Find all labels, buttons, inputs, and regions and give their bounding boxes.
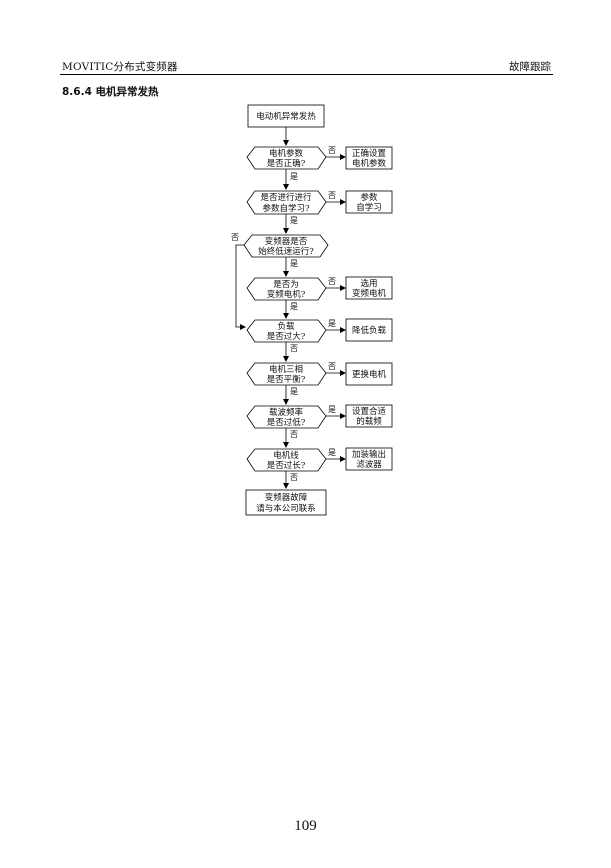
- decision-motor-params: [246, 146, 327, 170]
- decision-overload: [246, 319, 327, 343]
- d1-line1: 电机参数: [269, 148, 304, 159]
- label-d8-no: 否: [290, 473, 298, 482]
- label-d3-no: 否: [231, 233, 239, 242]
- a2-line1: 参数: [360, 192, 378, 203]
- section-title: 8.6.4 电机异常发热: [62, 86, 159, 98]
- d1-line2: 是否正确?: [267, 158, 306, 169]
- action-autotune-box: [345, 190, 393, 214]
- start-label: 电动机异常发热: [256, 111, 316, 122]
- label-d1-yes: 是: [290, 172, 298, 181]
- decision-phase-balance: [246, 362, 327, 386]
- a7-line2: 的载频: [356, 416, 382, 427]
- a1-line1: 正确设置: [352, 148, 387, 159]
- d3-line2: 始终低速运行?: [258, 246, 314, 257]
- d8-line1: 电机线: [273, 450, 299, 461]
- header-rule: [60, 74, 553, 75]
- header-chapter-title: 故障跟踪: [509, 61, 551, 73]
- d6-line2: 是否平衡?: [267, 374, 306, 385]
- decision-carrier-freq: [246, 405, 327, 429]
- action-replace-motor-box: [345, 362, 393, 386]
- d4-line1: 是否为: [273, 279, 299, 290]
- a7-line1: 设置合适: [352, 406, 387, 417]
- a4-line1: 选用: [360, 278, 377, 289]
- page-number: 109: [294, 818, 317, 834]
- decision-vf-motor: [246, 277, 327, 301]
- end-box: [245, 489, 327, 516]
- label-d6-yes: 是: [290, 387, 298, 396]
- action-set-carrier-box: [345, 404, 393, 428]
- label-d7-yes: 是: [328, 405, 336, 414]
- decision-autotune: [246, 190, 327, 215]
- label-d1-no: 否: [328, 146, 336, 155]
- d7-line2: 是否过低?: [267, 417, 306, 428]
- d2-line2: 参数自学习?: [262, 203, 310, 214]
- d5-line1: 负载: [277, 321, 295, 332]
- a8-line1: 加装输出: [352, 449, 386, 460]
- d2-line1: 是否进行进行: [260, 192, 312, 203]
- label-d2-no: 否: [328, 191, 336, 200]
- label-d2-yes: 是: [290, 216, 298, 225]
- action-output-filter-box: [345, 447, 393, 471]
- label-d5-no: 否: [290, 344, 298, 353]
- action-reduce-load-box: [345, 318, 393, 342]
- label-d7-no: 否: [290, 430, 298, 439]
- d7-line1: 载波频率: [269, 407, 304, 418]
- d3-line1: 变频器是否: [265, 236, 308, 247]
- end-line2: 请与本公司联系: [256, 503, 316, 514]
- d8-line2: 是否过长?: [267, 460, 306, 471]
- a1-line2: 电机参数: [352, 158, 387, 169]
- decision-cable-length: [246, 448, 327, 472]
- end-line1: 变频器故障: [265, 492, 308, 503]
- label-d3-yes: 是: [290, 259, 298, 268]
- header-document-title: MOVITIC分布式变频器: [62, 61, 178, 73]
- label-d4-yes: 是: [290, 302, 298, 311]
- action-select-vf-motor-box: [345, 276, 393, 300]
- a8-line2: 滤波器: [356, 459, 382, 470]
- label-d8-yes: 是: [328, 448, 336, 457]
- connector-d3-no: [235, 244, 246, 330]
- d6-line1: 电机三相: [269, 364, 303, 375]
- a4-line2: 变频电机: [352, 288, 387, 299]
- action-set-params-box: [345, 146, 393, 170]
- label-d5-yes: 是: [328, 319, 336, 328]
- a6-label: 更换电机: [352, 369, 387, 380]
- a2-line2: 自学习: [356, 202, 382, 213]
- a5-label: 降低负载: [352, 325, 387, 336]
- label-d4-no: 否: [328, 277, 336, 286]
- d4-line2: 变频电机?: [267, 289, 306, 300]
- d5-line2: 是否过大?: [267, 331, 306, 342]
- label-d6-no: 否: [328, 362, 336, 371]
